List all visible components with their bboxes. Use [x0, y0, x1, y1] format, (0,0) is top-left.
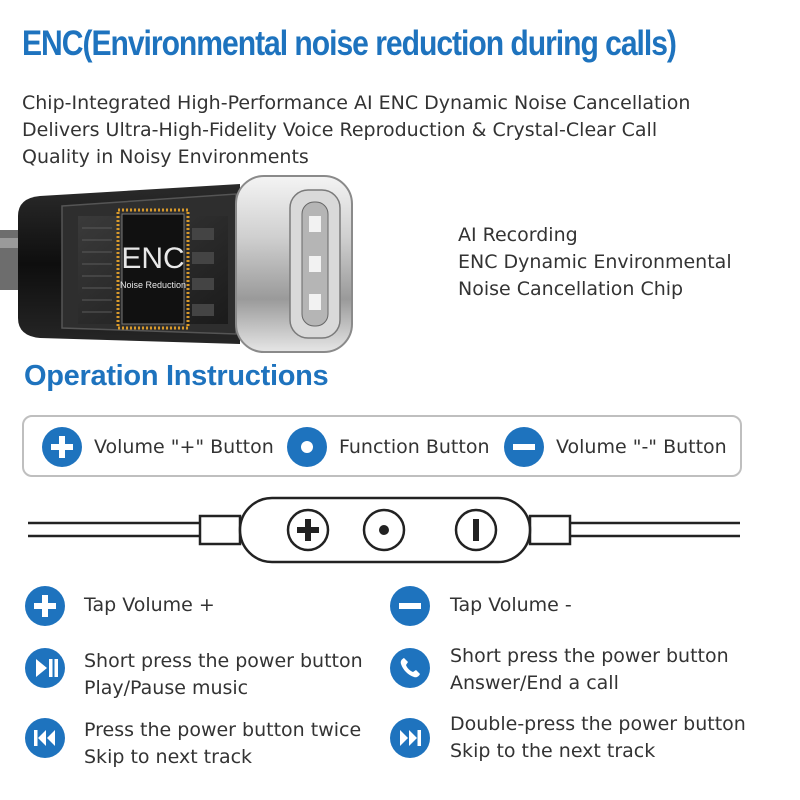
instruction-line: Double-press the power button [450, 713, 746, 735]
button-legend [22, 415, 742, 477]
instruction-text: Press the power button twice Skip to nex… [84, 717, 361, 771]
intro-text: Chip-Integrated High-Performance AI ENC … [22, 90, 792, 171]
chip-label: ENC [121, 242, 184, 275]
usb-c-connector-illustration: ENC Noise Reduction [0, 175, 353, 353]
remote-minus-button [454, 508, 498, 552]
chip-description-line: AI Recording [458, 224, 578, 246]
legend-volume-minus: Volume "-" Button [504, 427, 727, 467]
legend-function: Function Button [287, 427, 490, 467]
chip-description-line: Noise Cancellation Chip [458, 278, 684, 300]
intro-line: Chip-Integrated High-Performance AI ENC … [22, 92, 691, 114]
chip-description-line: ENC Dynamic Environmental [458, 251, 732, 273]
instruction-text: Double-press the power button Skip to th… [450, 711, 746, 765]
chip-description: AI Recording ENC Dynamic Environmental N… [458, 222, 732, 303]
fast-forward-icon [390, 718, 430, 758]
instruction-line: Short press the power button [84, 650, 363, 672]
minus-icon [390, 586, 430, 626]
rewind-icon [25, 718, 65, 758]
legend-label: Volume "+" Button [94, 436, 274, 458]
legend-label: Volume "-" Button [556, 436, 727, 458]
play-pause-icon [25, 648, 65, 688]
instruction-text: Short press the power button Play/Pause … [84, 648, 363, 702]
instruction-text: Short press the power button Answer/End … [450, 643, 729, 697]
inline-remote-illustration [28, 496, 740, 564]
intro-line: Delivers Ultra-High-Fidelity Voice Repro… [22, 119, 658, 141]
instruction-line: Play/Pause music [84, 677, 249, 699]
minus-icon [504, 427, 544, 467]
instruction-text: Tap Volume + [84, 594, 215, 616]
intro-line: Quality in Noisy Environments [22, 146, 309, 168]
instruction-text: Tap Volume - [450, 594, 572, 616]
legend-volume-plus: Volume "+" Button [42, 427, 274, 467]
instruction-line: Answer/End a call [450, 672, 619, 694]
chip-sublabel: Noise Reduction [120, 280, 186, 290]
page-title: ENC(Environmental noise reduction during… [22, 24, 677, 63]
remote-plus-button [286, 508, 330, 552]
plus-icon [25, 586, 65, 626]
legend-label: Function Button [339, 436, 490, 458]
instruction-line: Skip to next track [84, 746, 253, 768]
dot-icon [287, 427, 327, 467]
phone-icon [390, 648, 430, 688]
instruction-line: Skip to the next track [450, 740, 656, 762]
instruction-line: Press the power button twice [84, 719, 362, 741]
remote-function-button [362, 508, 406, 552]
instruction-line: Short press the power button [450, 645, 729, 667]
operation-title: Operation Instructions [24, 360, 329, 392]
plus-icon [42, 427, 82, 467]
